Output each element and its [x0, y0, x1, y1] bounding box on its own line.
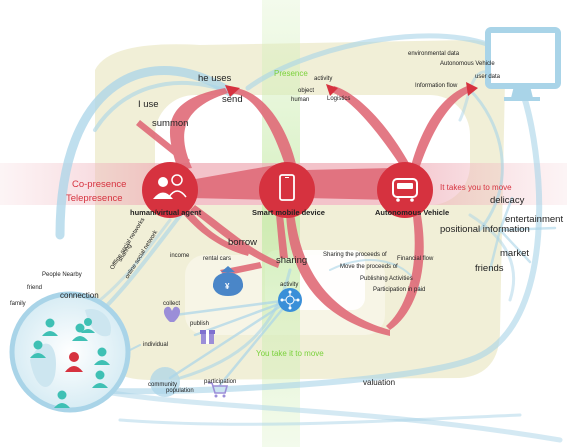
vehicle-label: Autonomous Vehicle — [375, 208, 449, 217]
he-uses-label: he uses — [198, 73, 232, 84]
center-labels: Co-presence Telepresence human/virtual a… — [66, 179, 512, 217]
heart-icon — [163, 306, 181, 322]
environmental-data-label: environmental data — [408, 51, 460, 57]
yen-symbol: ¥ — [225, 282, 230, 291]
connection-label: connection — [60, 291, 99, 300]
market-label: market — [500, 248, 529, 259]
user-data-label: user data — [475, 74, 501, 80]
family-label: family — [10, 301, 26, 307]
it-takes-you-label: It takes you to move — [440, 183, 512, 192]
user-icon-red — [65, 352, 83, 372]
delicacy-label: delicacy — [490, 195, 525, 206]
top-labels: Presence he uses send I use summon activ… — [138, 69, 350, 129]
activity-top-label: activity — [314, 76, 332, 82]
summon-label: summon — [152, 118, 188, 129]
middle-labels: borrow income rental cars sharing activi… — [170, 237, 395, 387]
i-use-label: I use — [138, 99, 159, 110]
human-label: human — [291, 97, 309, 103]
friends-label: friends — [475, 263, 504, 274]
information-flow-label: Information flow — [415, 83, 458, 89]
participation-paid-label: Participation in paid — [373, 287, 425, 293]
gift-icon — [200, 330, 215, 344]
object-label: object — [298, 88, 314, 94]
sharing-proceeds-label: Sharing the proceeds of — [323, 252, 387, 258]
you-take-it-label: You take it to move — [256, 349, 324, 358]
publishing-activities-label: Publishing Activities — [360, 276, 413, 282]
human-agent-label: human/virtual agent — [130, 208, 202, 217]
flow-tips — [225, 82, 478, 97]
money-bag-icon — [212, 266, 244, 296]
logistics-label: Logistics — [327, 96, 350, 102]
globe-icon — [9, 291, 131, 413]
entertainment-label: entertainment — [505, 214, 563, 225]
monitor-labels: environmental data Autonomous Vehicle us… — [408, 51, 501, 89]
financial-flow-label: Financial flow — [397, 256, 434, 262]
publish-label: publish — [190, 321, 209, 327]
human-agent-node[interactable] — [142, 162, 198, 218]
individual-label: individual — [143, 342, 168, 348]
smart-device-label: Smart mobile device — [252, 208, 325, 217]
community-label: community — [148, 382, 177, 388]
participation-label: participation — [204, 379, 236, 385]
co-presence-label: Co-presence — [72, 179, 126, 190]
rental-cars-label: rental cars — [203, 256, 231, 262]
cart-icon — [208, 382, 229, 398]
financial-labels: Sharing the proceeds of Financial flow M… — [323, 252, 434, 293]
monitor-icon — [485, 27, 561, 101]
right-labels: delicacy entertainment positional inform… — [440, 195, 563, 274]
people-nearby-label: People Nearby — [42, 272, 82, 278]
income-label: income — [170, 253, 190, 259]
activity-network-icon[interactable] — [278, 288, 302, 312]
telepresence-label: Telepresence — [66, 193, 123, 204]
sharing-label: sharing — [276, 255, 307, 266]
vehicle-node[interactable] — [377, 162, 433, 218]
people-icons — [30, 318, 110, 408]
collect-label: collect — [163, 301, 180, 307]
friend-label: friend — [27, 285, 42, 291]
send-label: send — [222, 94, 243, 105]
valuation-label: valuation — [363, 378, 395, 387]
population-label: population — [166, 388, 194, 394]
move-proceeds-label: Move the proceeds of — [340, 264, 398, 270]
borrow-label: borrow — [228, 237, 257, 248]
community-circle — [150, 367, 180, 397]
smart-device-node[interactable] — [259, 162, 315, 218]
activity-label: activity — [280, 282, 298, 288]
bottom-labels: collect publish individual community pop… — [143, 301, 236, 394]
positional-information-label: positional information — [440, 224, 530, 235]
presence-label: Presence — [274, 69, 308, 78]
autonomous-vehicle-top-label: Autonomous Vehicle — [440, 61, 495, 67]
